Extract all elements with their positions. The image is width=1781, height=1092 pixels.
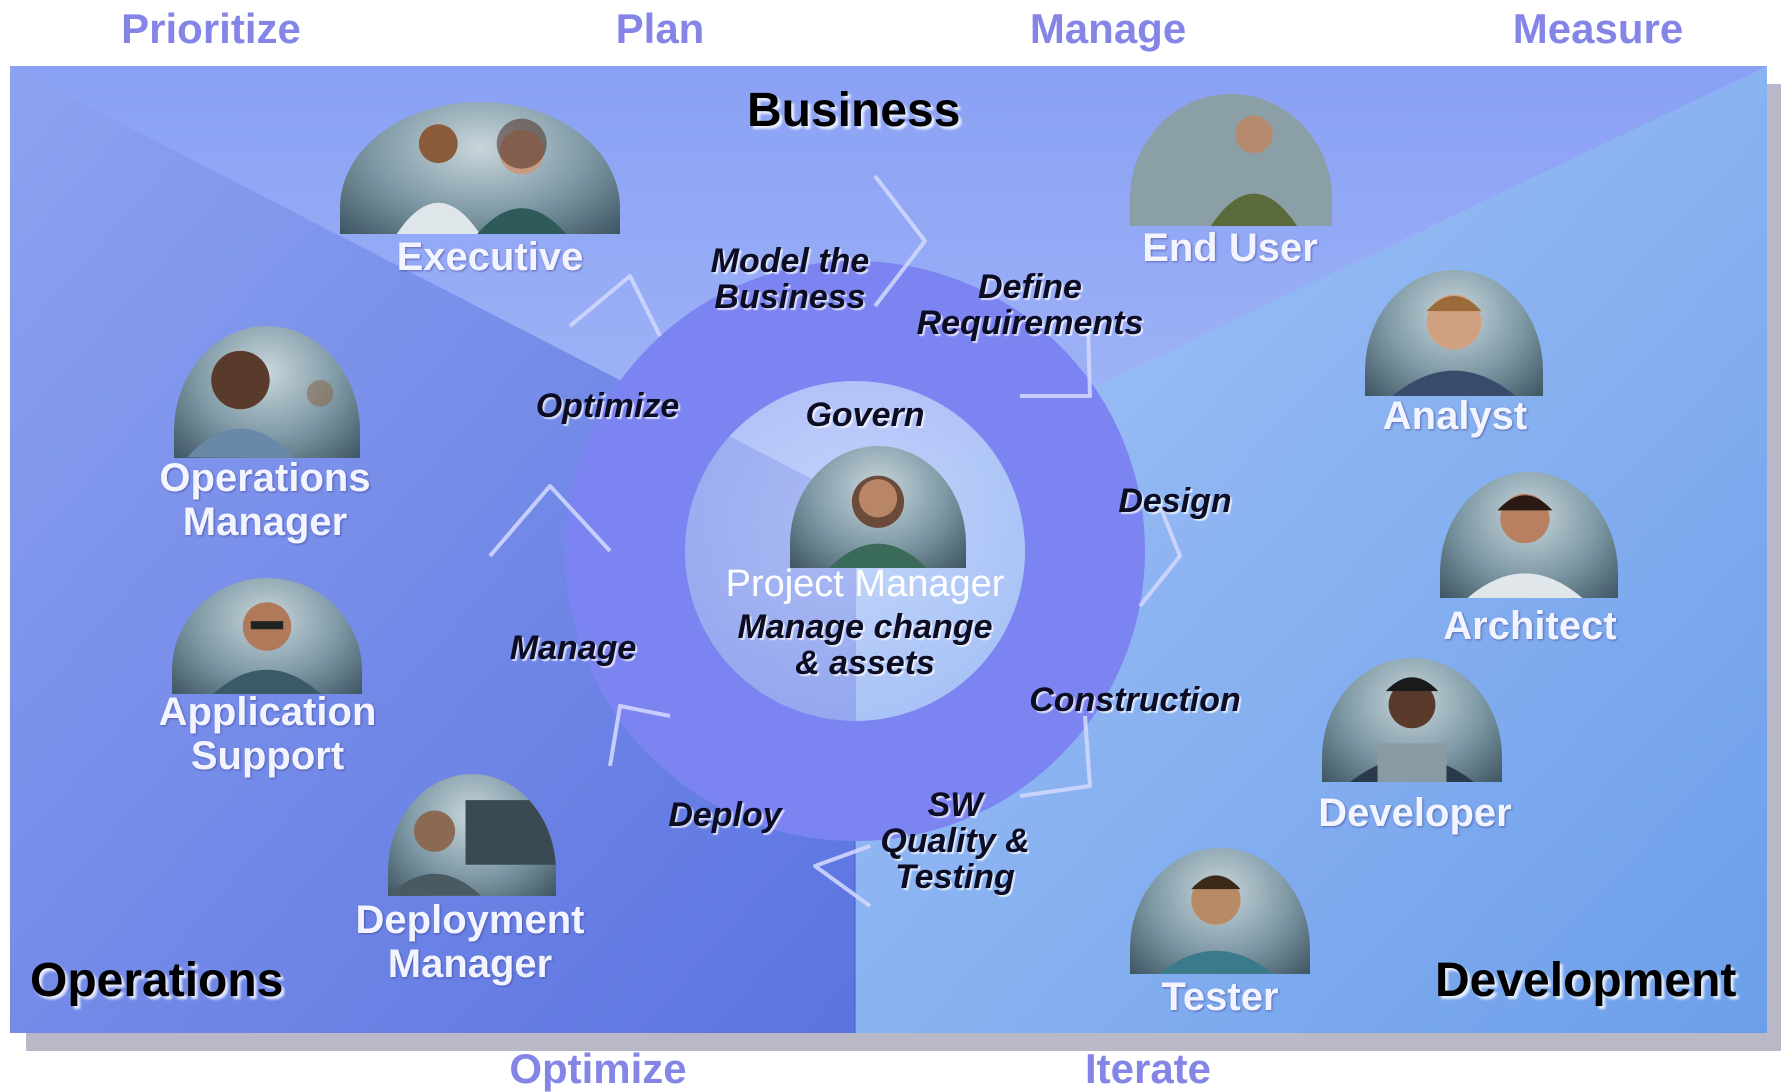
people-icon [396,118,567,234]
person-icon [1467,493,1583,598]
person-icon [1392,294,1516,396]
center-task: Manage change & assets [715,609,1015,681]
person-icon [829,475,927,568]
phase-line: Deploy [668,796,782,834]
phase-define-requirements: Define Requirements [905,269,1155,341]
person-icon [388,800,556,896]
top-label-measure: Measure [1512,5,1684,52]
person-icon [213,602,321,694]
cycle-ring [565,261,1145,841]
phase-line: Model the [710,242,870,280]
deployment-manager-photo [388,774,556,896]
top-label-plan: Plan [615,5,705,52]
person-icon [1350,677,1474,782]
role-line: Application [158,690,377,734]
role-architect: Architect [1443,604,1617,648]
phase-sw-quality-testing: SW Quality & Testing [855,787,1055,895]
phase-line: Requirements [916,304,1144,342]
developer-photo [1322,658,1502,782]
region-operations: Operations [30,954,284,1007]
role-end-user: End User [1142,226,1318,270]
role-line: Support [190,734,345,778]
role-line: Operations [159,456,371,500]
role-executive: Executive [396,235,584,279]
phase-line: Quality & [880,822,1030,860]
phase-line: Design [1118,482,1232,520]
architect-photo [1440,472,1618,598]
phase-line: SW [927,786,983,824]
phase-construction: Construction [1015,682,1255,718]
person-icon [1130,94,1332,226]
top-label-prioritize: Prioritize [121,5,301,52]
analyst-photo [1365,270,1543,396]
phase-optimize: Optimize [525,388,690,424]
role-line: Manager [387,942,553,986]
center-role: Project Manager [725,563,1005,605]
development-panel [855,66,1767,1033]
phase-line: Construction [1029,681,1241,719]
operations-manager-photo [174,326,360,458]
application-support-photo [172,578,362,694]
center-task-line: & assets [795,644,935,682]
role-developer: Developer [1318,791,1512,835]
region-business: Business [747,84,961,137]
phase-model-business: Model the Business [690,243,890,315]
bottom-label-optimize: Optimize [509,1045,687,1092]
phase-deploy: Deploy [655,797,795,833]
tester-photo [1130,848,1310,974]
role-line: Manager [182,500,348,544]
end-user-photo [1130,94,1332,226]
operations-panel [10,66,855,1033]
phase-line: Optimize [535,387,680,425]
executive-photo [340,102,620,234]
role-tester: Tester [1161,975,1279,1019]
bottom-label-iterate: Iterate [1084,1045,1212,1092]
top-label-manage: Manage [1029,5,1187,52]
phase-line: Business [714,278,866,316]
phase-line: Manage [509,629,637,667]
region-development: Development [1435,954,1737,1007]
project-manager-photo [790,446,966,568]
center-govern: Govern [805,396,925,434]
cycle-arrows [488,174,1182,908]
phase-design: Design [1100,483,1250,519]
center-task-line: Manage change [737,608,993,646]
role-analyst: Analyst [1382,394,1528,438]
role-operations-manager: Operations Manager [145,456,385,544]
person-icon [187,350,334,458]
phase-line: Testing [895,858,1015,896]
person-icon [1158,875,1274,974]
role-line: Deployment [355,898,585,942]
role-deployment-manager: Deployment Manager [340,898,600,986]
phase-line: Define [978,268,1082,306]
phase-manage: Manage [498,630,648,666]
role-application-support: Application Support [140,690,395,778]
